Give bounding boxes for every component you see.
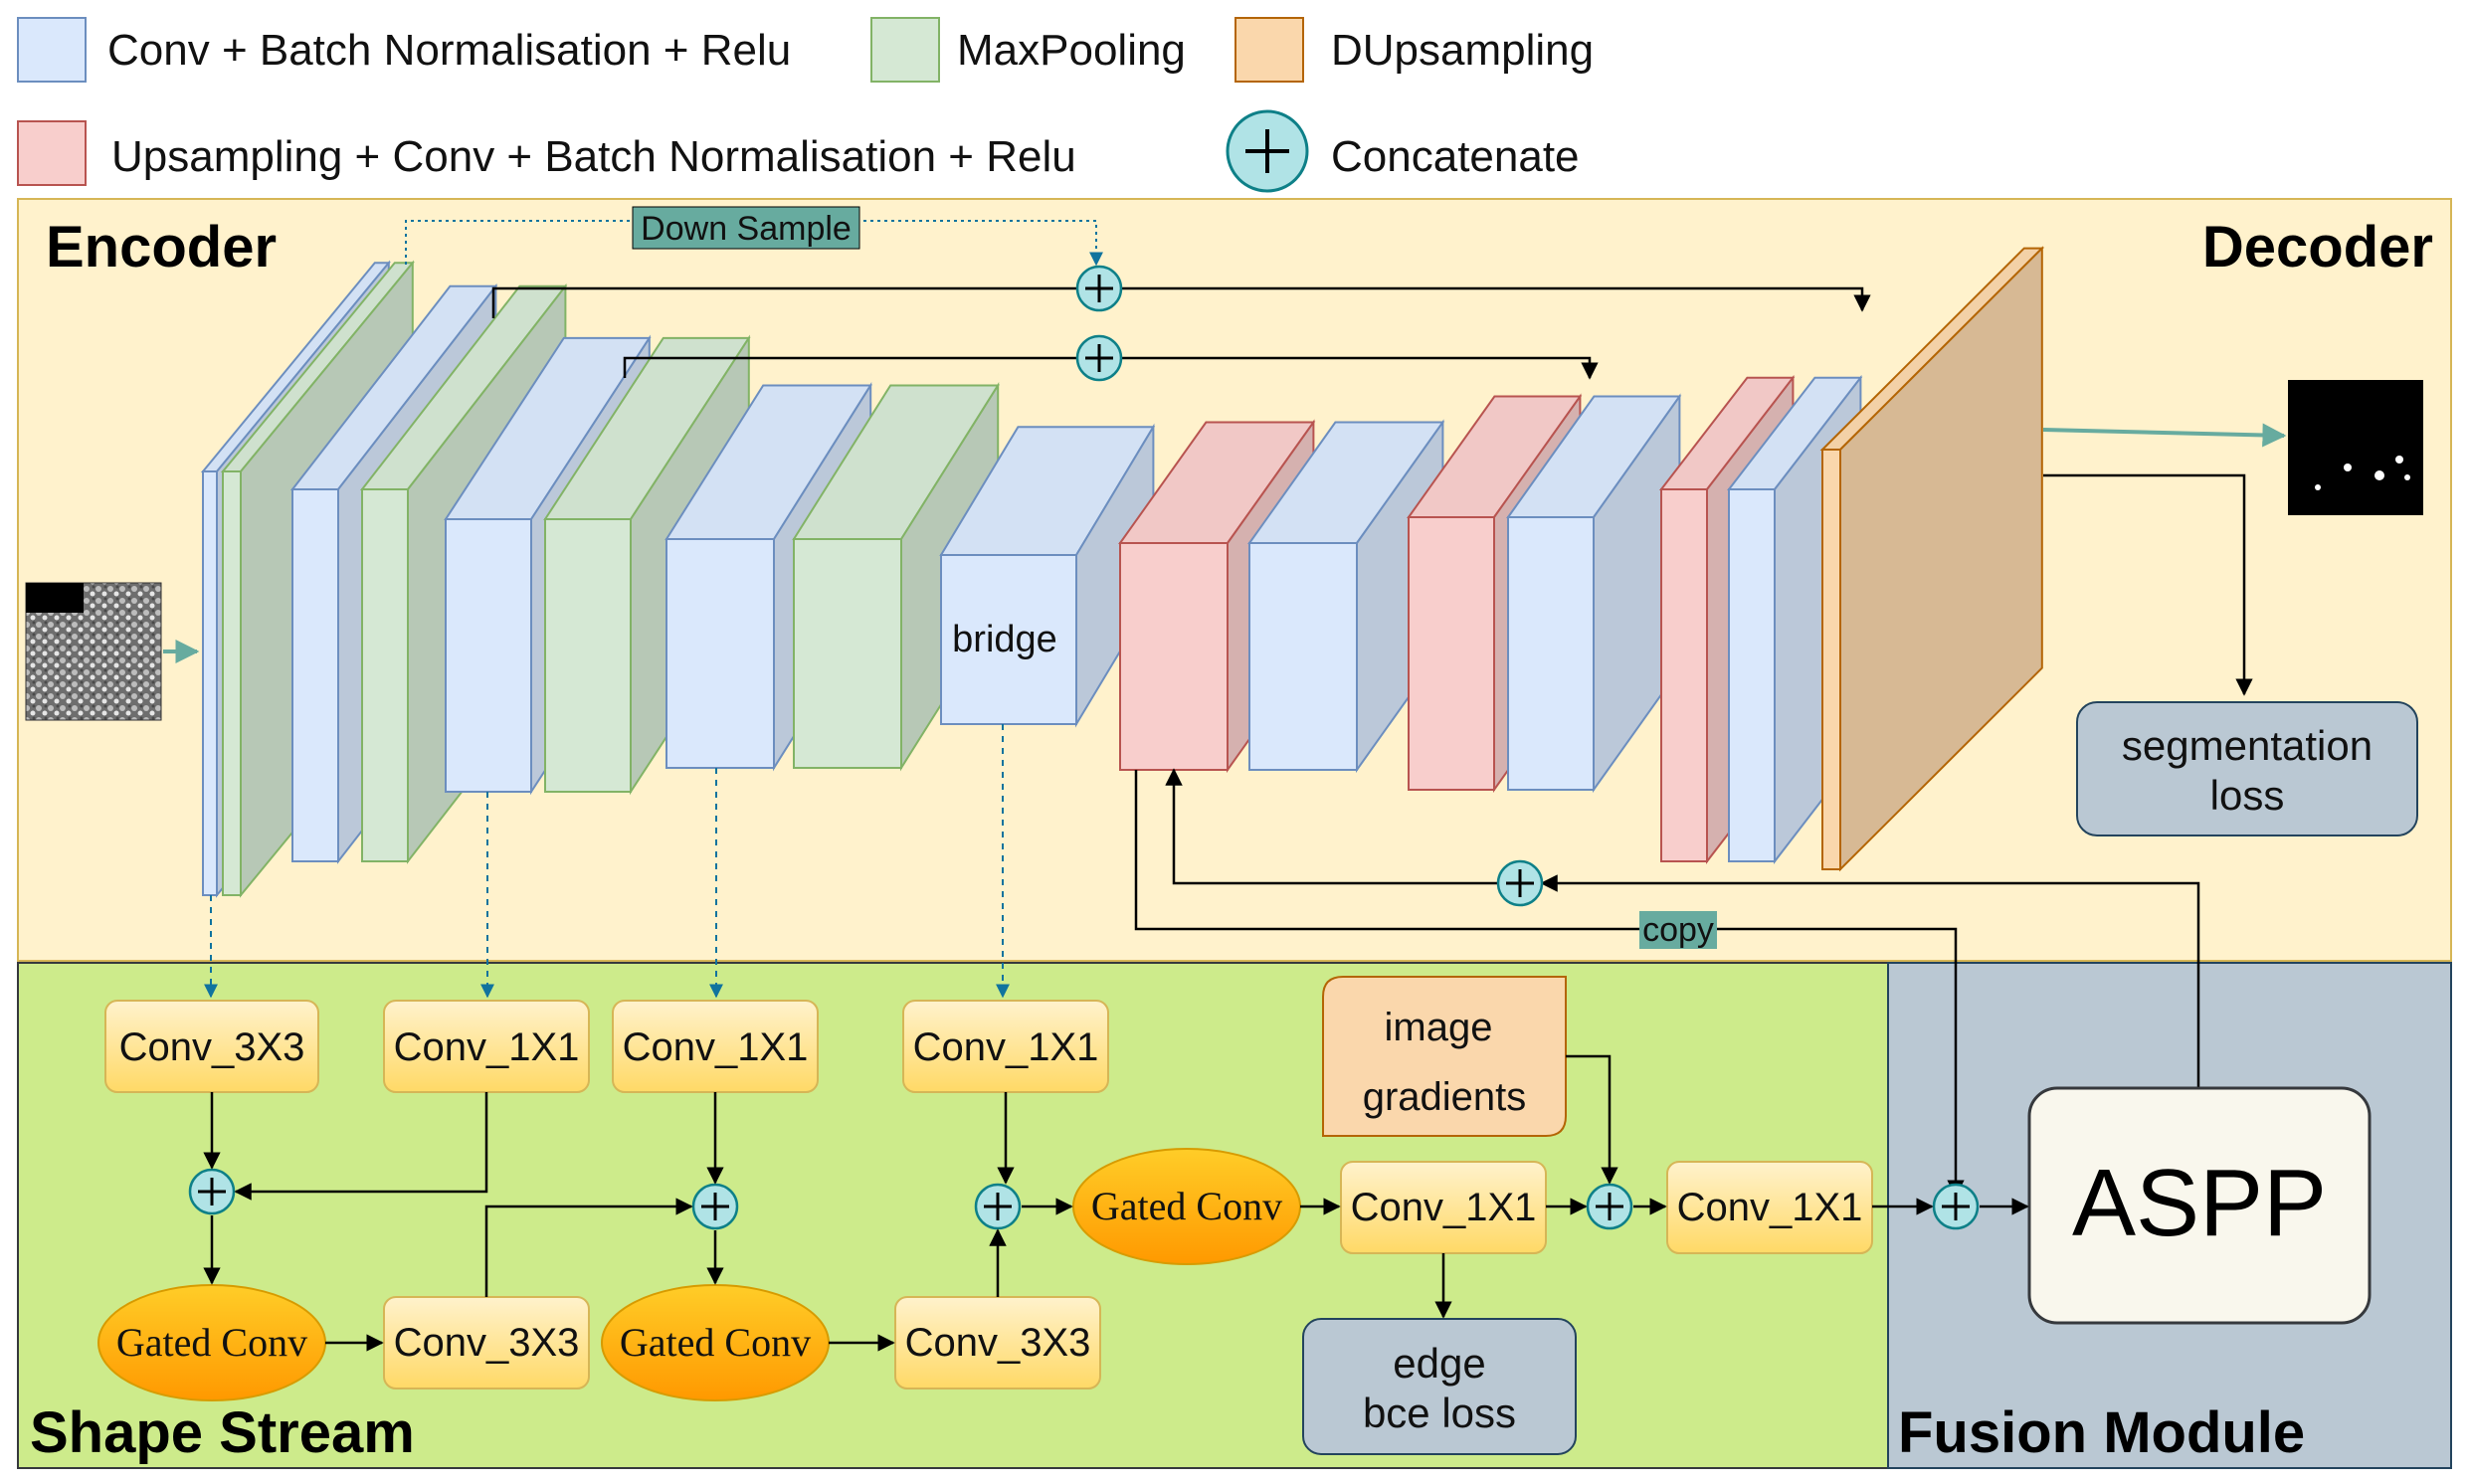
plus-icon [1245,129,1289,173]
ss-concat-4 [1586,1183,1633,1230]
conv-block-9 [939,423,1156,728]
gated-conv-3-label: Gated Conv [1091,1184,1282,1228]
shape-stream-connectors [203,1054,2029,1352]
skip-concat-2 [1075,334,1123,382]
edge-loss-line1: edge [1393,1340,1485,1387]
skip-line-2b [1118,356,1599,380]
gated-conv-1-label: Gated Conv [116,1320,307,1365]
gated-conv-2: Gated Conv [601,1284,830,1401]
segmentation-loss-line2: loss [2210,772,2285,819]
ss-concat-5 [1932,1183,1980,1230]
down-sample-label: Down Sample [641,210,852,248]
conv-node-g: Conv_1X1 [1340,1161,1547,1254]
skip-concat-1 [1075,265,1123,312]
plus-icon [1085,344,1113,372]
feedback-concat [1496,859,1544,907]
output-arrow [2042,423,2287,448]
legend-swatch-upsampling [17,120,87,186]
conv-block-13 [1506,393,1682,794]
legend-swatch-maxpool [870,17,940,83]
fusion-module-title: Fusion Module [1898,1400,2305,1465]
plus-icon [1085,275,1113,302]
conv-node-d: Conv_1X1 [902,1000,1109,1093]
conv-node-a: Conv_3X3 [104,1000,319,1093]
conv-node-b: Conv_1X1 [383,1000,590,1093]
plus-icon [198,1178,226,1206]
plus-icon [1942,1193,1970,1220]
downsample-dotted-line [405,220,1103,267]
legend-label-dupsampling: DUpsampling [1331,26,1594,75]
output-mask [2288,380,2423,515]
decoder-title: Decoder [2202,215,2433,279]
aspp-label: ASPP [2072,1150,2327,1256]
conv-node-a-label: Conv_3X3 [119,1025,305,1069]
image-gradients-line1: image [1385,1006,1493,1049]
conv-node-c-label: Conv_1X1 [623,1025,809,1069]
conv-node-f-label: Conv_3X3 [905,1321,1091,1365]
skip-line-1b [1118,286,1871,312]
shape-stream: Conv_3X3 Conv_1X1 Conv_1X1 Conv_1X1 [97,976,2372,1455]
legend-swatch-conv [17,17,87,83]
shape-stream-title: Shape Stream [30,1400,415,1465]
image-gradients-box: image gradients [1322,976,1567,1137]
down-sample-tag [632,206,860,250]
conv-node-f: Conv_3X3 [894,1296,1101,1390]
copy-label: copy [1642,911,1714,949]
gated-conv-1: Gated Conv [97,1284,326,1401]
legend-label-maxpool: MaxPooling [957,26,1186,75]
ss-concat-1 [188,1168,236,1215]
conv-node-d-label: Conv_1X1 [913,1025,1099,1069]
edge-loss-box: edge bce loss [1302,1318,1577,1455]
gated-conv-2-label: Gated Conv [620,1320,811,1365]
skip-connections [491,286,1871,380]
bridge-label: bridge [952,619,1057,660]
plus-icon [984,1193,1012,1220]
legend: Conv + Batch Normalisation + Relu MaxPoo… [17,17,1594,193]
conv-node-h: Conv_1X1 [1666,1161,1873,1254]
conv-node-e-label: Conv_3X3 [394,1321,580,1365]
input-image [25,582,162,721]
aspp-box: ASPP [2027,1086,2372,1325]
conv-node-h-label: Conv_1X1 [1677,1186,1863,1229]
legend-swatch-dupsampling [1234,17,1304,83]
plus-icon [701,1193,729,1220]
skip-line-1 [491,286,1080,318]
gated-conv-3: Gated Conv [1072,1148,1301,1265]
dup-block-16 [1819,246,2045,872]
segmentation-loss-box [2076,701,2418,836]
image-gradients-line2: gradients [1363,1075,1527,1119]
aspp-feedback-line [1540,874,2200,1088]
legend-label-upsampling: Upsampling + Conv + Batch Normalisation … [111,132,1076,181]
legend-label-conv: Conv + Batch Normalisation + Relu [107,26,791,75]
feedback-to-decoder [1165,768,1498,885]
copy-tag [1639,911,1717,949]
conv-node-b-label: Conv_1X1 [394,1025,580,1069]
skip-line-2 [623,356,1080,378]
copy-path [1134,770,1965,1198]
conv-block-11 [1247,419,1445,774]
conv-node-c: Conv_1X1 [612,1000,819,1093]
encoder-title: Encoder [46,215,277,279]
conv-node-g-label: Conv_1X1 [1351,1186,1537,1229]
conv-node-e: Conv_3X3 [383,1296,590,1390]
edge-loss-line2: bce loss [1363,1390,1516,1436]
plus-icon [1596,1193,1623,1220]
network-blocks [200,246,2045,898]
ss-concat-3 [974,1183,1022,1230]
plus-icon [1506,869,1534,897]
segmentation-loss-line1: segmentation [2122,722,2373,769]
ss-concat-2 [691,1183,739,1230]
encoder-taps [204,724,1010,999]
seg-loss-arrow [2043,473,2253,696]
legend-label-concatenate: Concatenate [1331,132,1580,181]
